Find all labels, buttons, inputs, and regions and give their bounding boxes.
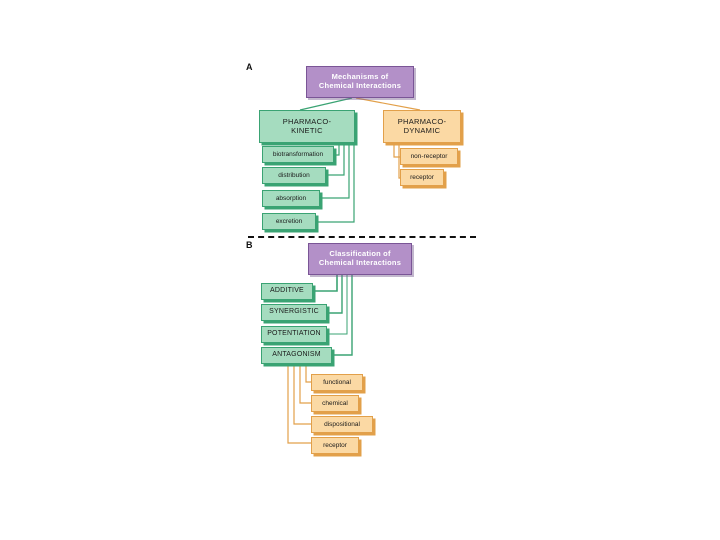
root-b-line1: Classification of	[329, 249, 391, 259]
node-pharmacodynamic[interactable]: PHARMACO- DYNAMIC	[383, 110, 461, 143]
pharmacokinetic-line1: PHARMACO-	[282, 116, 332, 126]
node-potentiation[interactable]: POTENTIATION	[261, 326, 327, 343]
panel-letter-a: A	[246, 62, 253, 72]
node-absorption[interactable]: absorption	[262, 190, 320, 207]
node-mechanisms-of-chemical-interactions[interactable]: Mechanisms of Chemical Interactions	[306, 66, 414, 98]
node-biotransformation[interactable]: biotransformation	[262, 146, 334, 163]
pharmacodynamic-line1: PHARMACO-	[397, 116, 447, 126]
root-a-line1: Mechanisms of	[331, 72, 389, 82]
node-non-receptor[interactable]: non-receptor	[400, 148, 458, 165]
panel-letter-b: B	[246, 240, 253, 250]
node-synergistic[interactable]: SYNERGISTIC	[261, 304, 327, 321]
node-excretion[interactable]: excretion	[262, 213, 316, 230]
node-antagonism[interactable]: ANTAGONISM	[261, 347, 332, 364]
node-additive[interactable]: ADDITIVE	[261, 283, 313, 300]
node-receptor-pd[interactable]: receptor	[400, 169, 444, 186]
node-receptor-antagonism[interactable]: receptor	[311, 437, 359, 454]
pharmacokinetic-line2: KINETIC	[291, 125, 323, 135]
pharmacodynamic-line2: DYNAMIC	[403, 125, 441, 135]
node-pharmacokinetic[interactable]: PHARMACO- KINETIC	[259, 110, 355, 143]
panel-divider	[248, 236, 476, 238]
node-chemical[interactable]: chemical	[311, 395, 359, 412]
node-functional[interactable]: functional	[311, 374, 363, 391]
root-b-line2: Chemical Interactions	[318, 258, 402, 267]
node-classification-of-chemical-interactions[interactable]: Classification of Chemical Interactions	[308, 243, 412, 275]
node-dispositional[interactable]: dispositional	[311, 416, 373, 433]
root-a-line2: Chemical Interactions	[318, 81, 402, 90]
node-distribution[interactable]: distribution	[262, 167, 326, 184]
